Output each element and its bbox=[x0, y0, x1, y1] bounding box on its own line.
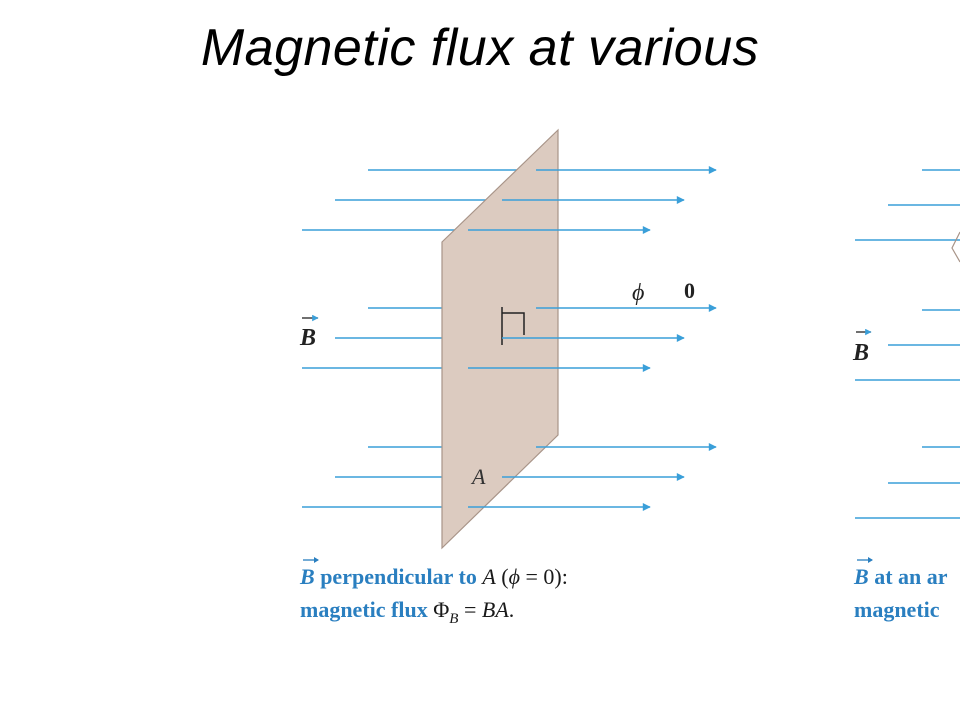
slide-title: Magnetic flux at various bbox=[200, 19, 760, 77]
panel2-b-symbol: B bbox=[852, 340, 869, 366]
caption2-phi: Φ bbox=[433, 597, 449, 622]
svg-text:magnetic flux ΦB = BA.: magnetic flux ΦB = BA. bbox=[300, 597, 514, 627]
panel2-caption1-text: at an ar bbox=[869, 564, 948, 589]
panel2-field-lines bbox=[855, 169, 960, 519]
caption2-ba: BA bbox=[482, 597, 509, 622]
svg-text:B perpendicular to A (ϕ = 0):: B perpendicular to A (ϕ = 0): bbox=[299, 564, 568, 589]
caption2-end: . bbox=[509, 597, 515, 622]
caption1-paren: ( bbox=[496, 564, 509, 589]
phi-value: 0 bbox=[684, 278, 695, 303]
area-label: A bbox=[470, 464, 486, 489]
panel2-caption1-b: B bbox=[853, 564, 869, 589]
panel1-b-symbol: B bbox=[299, 325, 316, 351]
phi-symbol: ϕ bbox=[632, 280, 644, 306]
svg-text:B at an ar: B at an ar bbox=[853, 564, 948, 589]
caption2-eq: = bbox=[458, 597, 481, 622]
panel1-field-lines-back bbox=[302, 169, 540, 508]
caption2-text: magnetic flux bbox=[300, 597, 433, 622]
panel2-caption2-text: magnetic bbox=[854, 597, 940, 622]
panel2-caption: B at an ar magnetic bbox=[853, 557, 948, 622]
caption1-b: B bbox=[299, 564, 315, 589]
caption2-sub: B bbox=[449, 611, 458, 627]
caption1-a: A bbox=[480, 564, 496, 589]
area-plate bbox=[441, 128, 559, 550]
caption1-eq: = 0): bbox=[520, 564, 568, 589]
panel2-plate-edge bbox=[951, 231, 960, 263]
caption1-phi: ϕ bbox=[509, 564, 520, 589]
panel1-field-lines-front bbox=[468, 166, 717, 511]
panel1-caption: B perpendicular to A (ϕ = 0): magnetic f… bbox=[299, 557, 568, 627]
caption1-text: perpendicular to bbox=[315, 564, 483, 589]
panel1-b-label: B bbox=[299, 314, 319, 351]
panel2-b-label: B bbox=[852, 328, 872, 366]
